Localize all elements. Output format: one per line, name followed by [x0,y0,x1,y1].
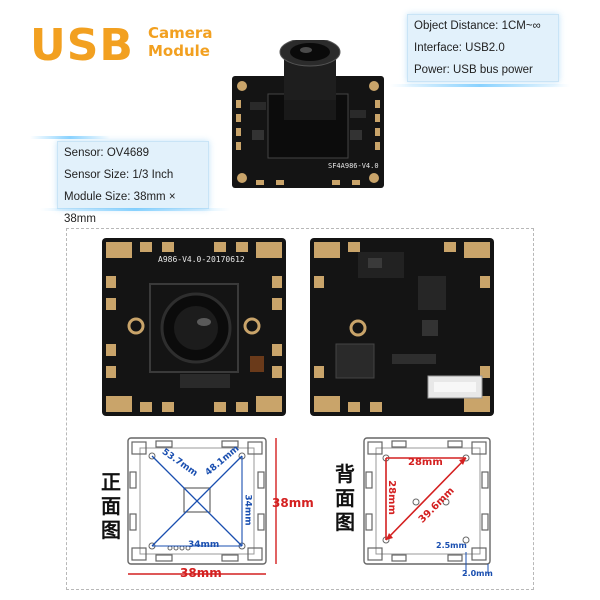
spec-sensor-size: Sensor Size: 1/3 Inch [64,169,174,181]
front-inner-h-label: 34mm [242,494,253,526]
spec-box-left: Sensor: OV4689 Sensor Size: 1/3 Inch Mod… [57,141,209,225]
back-top-label: 28mm [408,457,443,468]
front-dimension-diagram [127,437,277,575]
camera-module-subtitle: Camera Module [148,24,212,60]
spec-module-size: Module Size: 38mm × 38mm [64,191,176,225]
usb-title: USB [30,20,134,71]
front-inner-w-label: 34mm [188,540,220,550]
back-left-label: 28mm [385,480,397,515]
front-view-label: 正面图 [101,470,121,542]
glow-line [390,84,570,87]
front-outer-h-label: 38mm [272,496,314,510]
spec-box-right: Object Distance: 1CM~∞ Interface: USB2.0… [407,14,559,82]
glow-line [30,136,110,139]
back-view-label: 背面图 [335,462,355,534]
board-silk-text: SF4A986-V4.0 [328,162,379,170]
spec-object-distance: Object Distance: 1CM~∞ [414,20,541,32]
back-board-photo [310,238,494,416]
spec-interface: Interface: USB2.0 [414,42,505,54]
spec-power: Power: USB bus power [414,64,533,76]
subtitle-line-1: Camera [148,24,213,42]
front-board-silk-text: A986-V4.0-20170612 [158,255,245,264]
back-hole-label: 2.5mm [436,541,467,550]
front-board-photo: A986-V4.0-20170612 [102,238,286,416]
back-edge-label: 2.0mm [462,569,493,578]
camera-module-photo: SF4A986-V4.0 [232,40,384,188]
subtitle-line-2: Module [148,42,210,60]
spec-sensor: Sensor: OV4689 [64,147,150,159]
glow-line [40,208,230,211]
back-dimension-diagram [363,437,491,574]
diagram-frame [66,228,534,590]
front-outer-w-label: 38mm [180,566,222,580]
